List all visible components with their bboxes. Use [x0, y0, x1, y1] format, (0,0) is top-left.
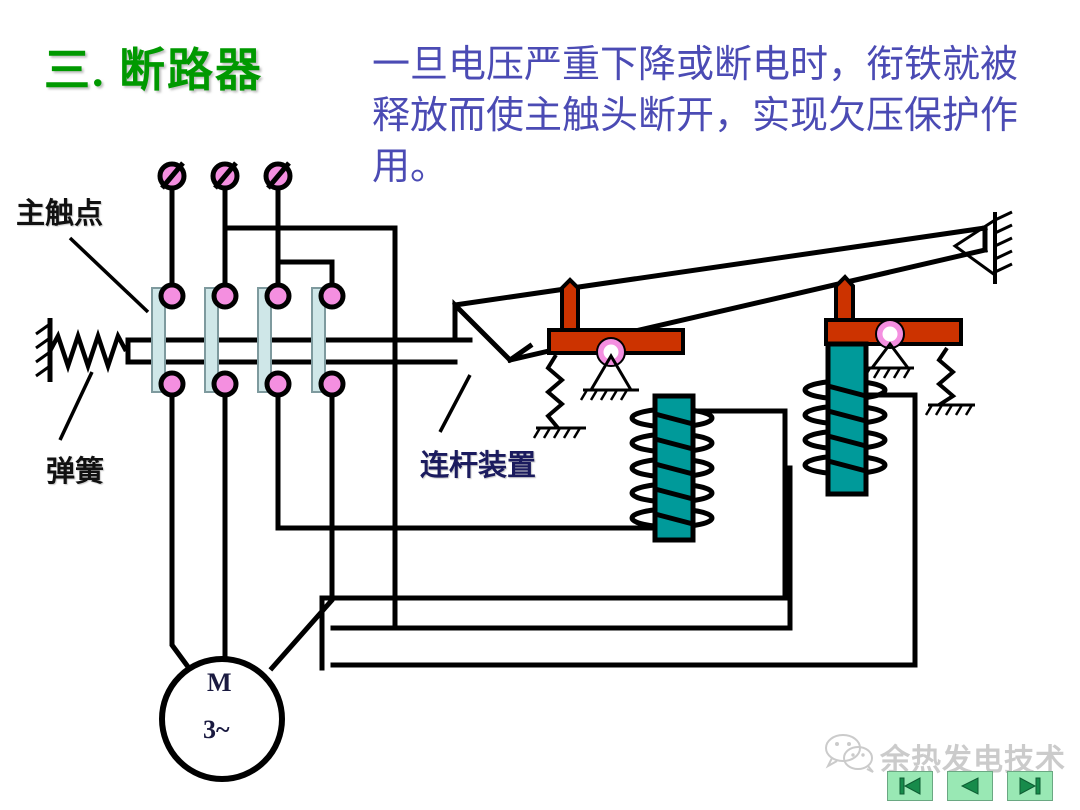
- contact-dot-4-upper: [318, 282, 346, 310]
- wire-coil2-top-return: [330, 392, 918, 668]
- three-phase-motor: [159, 656, 285, 782]
- skip-next-icon: [1019, 777, 1041, 795]
- wire-coil1-top-return: [319, 408, 788, 671]
- motor-phase-label: 3~: [203, 715, 230, 744]
- contact-dot-1-upper: [158, 282, 186, 310]
- motor-symbol-label: M: [207, 668, 232, 697]
- previous-slide-button[interactable]: [947, 771, 993, 801]
- motor-circle: [159, 656, 285, 782]
- contact-dot-4-lower: [318, 370, 346, 398]
- trip-unit-right: [824, 274, 975, 416]
- trip-unit-left: [532, 277, 685, 439]
- pivot-ring-left: [596, 337, 626, 367]
- contact-blade-3: [257, 287, 272, 393]
- label-spring: 弹簧: [46, 456, 105, 488]
- play-previous-icon: [960, 777, 979, 795]
- wire-coil2-bottom-left: [330, 465, 793, 631]
- trip-coil-2: [802, 341, 888, 497]
- skip-previous-icon: [899, 777, 921, 795]
- contact-pole-group: [151, 282, 346, 398]
- label-leader-lines: [58, 236, 472, 441]
- wire-control-branch-right: [222, 225, 398, 628]
- contact-dot-3-lower: [264, 370, 292, 398]
- wall-hatch-lever: [994, 210, 1013, 274]
- return-spring-assembly: [35, 318, 128, 382]
- label-linkage: 连杆装置: [420, 450, 537, 482]
- linkage-arrow-lower: [452, 298, 534, 364]
- label-main-contact: 主触点: [16, 198, 104, 230]
- wire-pole4-feed: [275, 259, 335, 293]
- contact-blade-4: [311, 287, 326, 393]
- first-slide-button[interactable]: [887, 771, 933, 801]
- page-title: 三. 断路器: [44, 45, 263, 96]
- contact-blade-2: [204, 287, 219, 393]
- trip-spring-left: [544, 353, 566, 430]
- contact-dot-1-lower: [158, 370, 186, 398]
- contact-blade-1: [151, 287, 166, 393]
- armature-plunger-right: [834, 274, 855, 322]
- supply-terminal-group: [157, 161, 293, 191]
- armature-plunger-left: [560, 277, 580, 332]
- trip-spring-right: [935, 346, 957, 407]
- linkage-lever-top-edge: [452, 225, 988, 308]
- wechat-icon: [825, 734, 874, 773]
- slide-navigation-bar: [887, 771, 1053, 801]
- contact-dot-3-upper: [264, 282, 292, 310]
- contact-dot-2-lower: [211, 370, 239, 398]
- next-slide-button[interactable]: [1007, 771, 1053, 801]
- contact-dot-2-upper: [211, 282, 239, 310]
- body-paragraph: 一旦电压严重下降或断电时，衔铁就被释放而使主触头断开，实现欠压保护作用。: [372, 44, 1019, 188]
- spring-zigzag: [48, 328, 128, 374]
- trip-coil-1: [629, 393, 715, 543]
- wire-pole3-to-coil1: [275, 387, 653, 531]
